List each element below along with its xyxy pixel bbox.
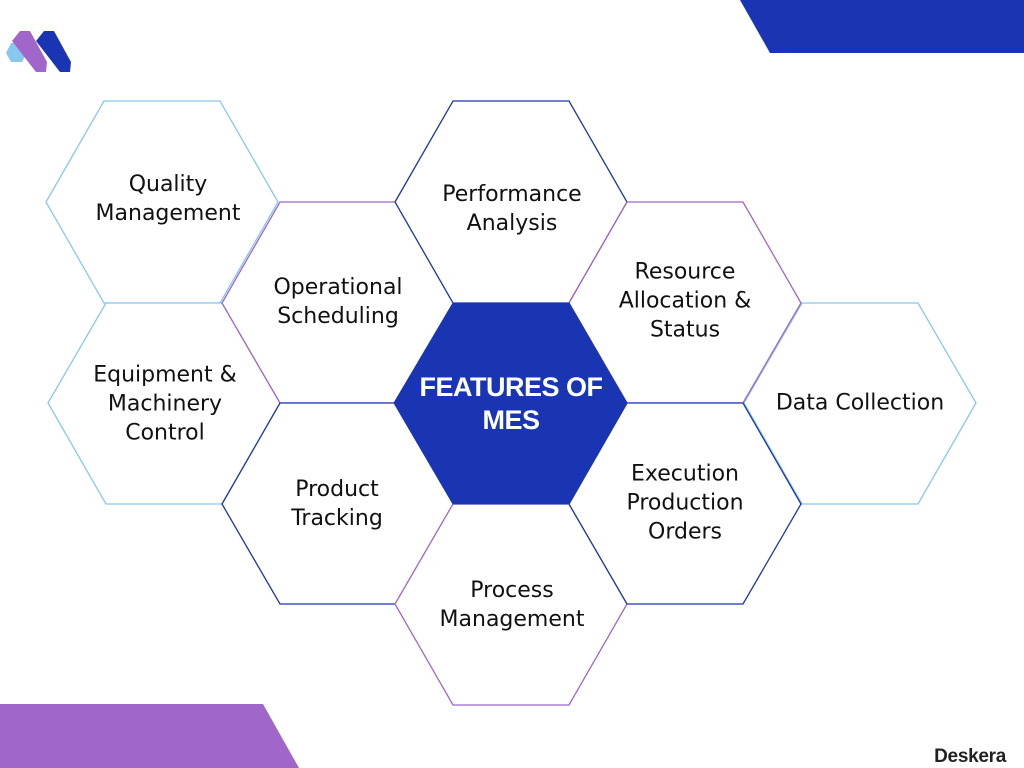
logo-icon: [6, 31, 71, 72]
hex-quality-management: [45, 100, 279, 304]
label-equipment-control: Equipment & Machinery Control: [93, 362, 237, 446]
label-execution-production-orders: Execution Production Orders: [626, 461, 744, 545]
top-right-banner: [740, 0, 1024, 53]
bottom-left-banner: [0, 704, 299, 768]
label-product-tracking: Product Tracking: [291, 477, 383, 531]
label-process-management: Process Management: [439, 578, 585, 632]
label-quality-management: Quality Management: [95, 172, 241, 226]
label-operational-scheduling: Operational Scheduling: [273, 275, 403, 329]
label-data-collection: Data Collection: [775, 390, 945, 416]
label-resource-allocation: Resource Allocation & Status: [618, 259, 752, 343]
hex-center-features-of-mes: [393, 302, 628, 505]
label-performance-analysis: Performance Analysis: [442, 182, 582, 236]
hex-data-collection: [743, 302, 977, 505]
center-title: FEATURES OF MES: [419, 372, 604, 435]
deskera-logo-text: Deskera: [934, 746, 1006, 767]
